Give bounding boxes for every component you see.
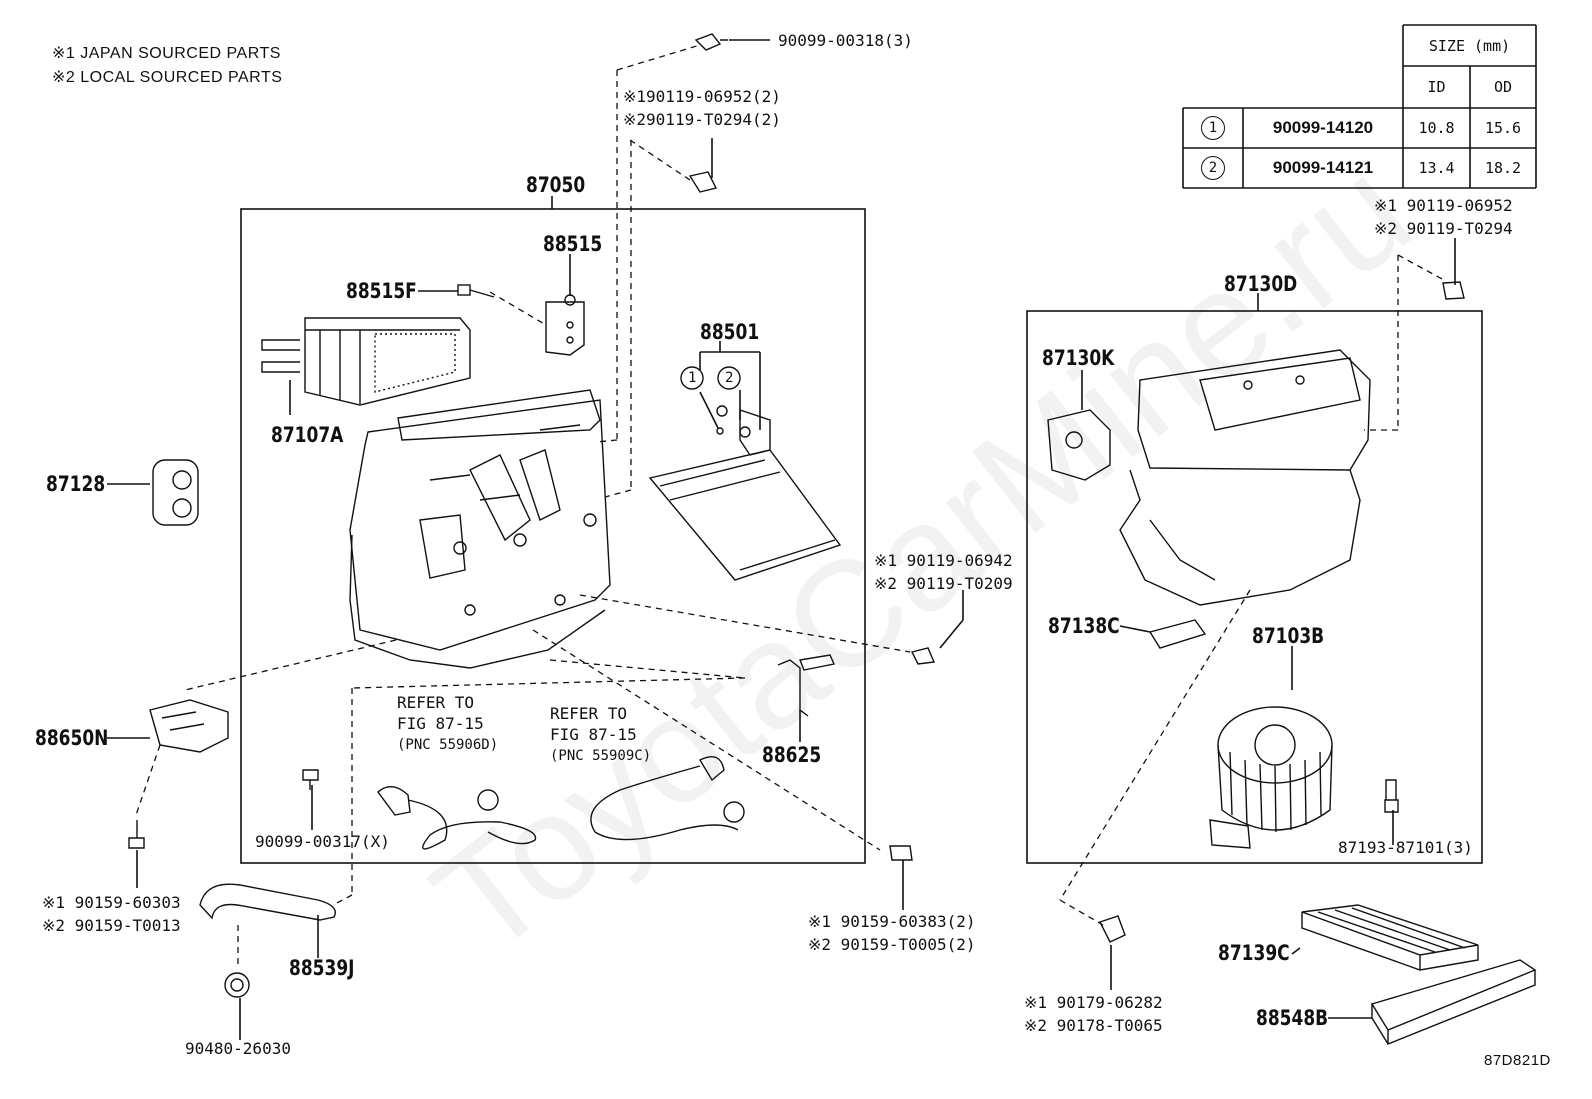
resistor-drawing <box>1148 619 1207 649</box>
part-label-90480-26030[interactable]: 90480-26030 <box>185 1039 291 1058</box>
refer-note-2-line2: FIG 87-15 <box>550 725 637 744</box>
part-label-88515f[interactable]: 88515F <box>346 279 417 303</box>
part-label-90119-06942[interactable]: ※1 90119-06942 <box>874 551 1013 570</box>
part-label-87193-87101[interactable]: 87193-87101(3) <box>1338 838 1473 857</box>
blower-case-drawing <box>1119 349 1371 606</box>
part-label-90159-60383[interactable]: ※1 90159-60383(2) <box>808 912 976 931</box>
part-label-88501[interactable]: 88501 <box>700 320 760 344</box>
part-label-90178-t0065[interactable]: ※2 90178-T0065 <box>1024 1016 1163 1035</box>
size-table-col-od: OD <box>1493 78 1513 96</box>
legend-local: ※2 LOCAL SOURCED PARTS <box>52 69 283 86</box>
part-label-90159-60303[interactable]: ※1 90159-60303 <box>42 893 181 912</box>
marker-circle: 2 <box>1201 156 1225 180</box>
o-ring-marker-2: 2 <box>725 370 734 386</box>
size-table-header: SIZE (mm) <box>1428 36 1511 55</box>
refer-note-1-line1: REFER TO <box>397 693 475 712</box>
o-ring-marker-1: 1 <box>688 370 697 386</box>
refer-note-2-line3[interactable]: (PNC 55909C) <box>550 748 652 764</box>
part-label-88650n[interactable]: 88650N <box>35 726 109 750</box>
grommet-drawing <box>152 459 199 526</box>
bolt-88515f-drawing <box>457 284 495 298</box>
part-label-87139c[interactable]: 87139C <box>1218 941 1290 965</box>
table-row-id: 10.8 <box>1418 119 1455 137</box>
blower-unit-frame <box>1026 310 1483 864</box>
part-label-87138c[interactable]: 87138C <box>1048 614 1120 638</box>
diagram-code: 87D821D <box>1484 1052 1551 1069</box>
heater-unit-frame <box>240 208 866 864</box>
table-row-part: 90099-14120 <box>1272 118 1374 137</box>
part-label-90119-t0294[interactable]: ※2 90119-T0294 <box>1374 219 1513 238</box>
heater-case-drawing <box>349 389 611 669</box>
table-row-od: 15.6 <box>1484 119 1522 137</box>
part-label-90159-t0013[interactable]: ※2 90159-T0013 <box>42 916 181 935</box>
blower-motor-drawing <box>1209 706 1333 849</box>
washer-drawing <box>1099 915 1126 943</box>
part-label-90119-06952-jp[interactable]: ※190119-06952(2) <box>623 87 781 106</box>
wire-harness-drawings <box>377 654 835 850</box>
part-label-90099-00318[interactable]: 90099-00318(3) <box>778 31 913 50</box>
part-label-90179-06282[interactable]: ※1 90179-06282 <box>1024 993 1163 1012</box>
refer-note-1-line3[interactable]: (PNC 55906D) <box>397 737 499 753</box>
part-label-90119-t0209[interactable]: ※2 90119-T0209 <box>874 574 1013 593</box>
table-row-marker: 1 <box>1183 108 1243 148</box>
size-table-grid <box>1182 24 1537 189</box>
table-row-od: 18.2 <box>1484 159 1522 177</box>
refer-note-1-line2: FIG 87-15 <box>397 714 484 733</box>
part-label-87103b[interactable]: 87103B <box>1252 624 1325 648</box>
part-label-87050[interactable]: 87050 <box>526 173 586 197</box>
legend-japan: ※1 JAPAN SOURCED PARTS <box>52 45 281 62</box>
part-label-88515[interactable]: 88515 <box>543 232 603 256</box>
part-label-87128[interactable]: 87128 <box>46 472 106 496</box>
part-label-90159-t0005[interactable]: ※2 90159-T0005(2) <box>808 935 976 954</box>
part-label-90119-t0294-local[interactable]: ※290119-T0294(2) <box>623 110 781 129</box>
filter-drawing <box>1301 904 1479 971</box>
table-row-id: 13.4 <box>1418 159 1455 177</box>
expansion-valve-drawing <box>545 294 585 356</box>
part-label-90099-00317[interactable]: 90099-00317(X) <box>255 832 390 851</box>
evaporator-drawing <box>648 409 842 581</box>
size-table-col-id: ID <box>1427 78 1446 96</box>
part-label-87107a[interactable]: 87107A <box>271 423 344 447</box>
marker-circle: 1 <box>1201 116 1225 140</box>
damper-servo-drawing <box>1047 409 1111 481</box>
part-label-87130k[interactable]: 87130K <box>1042 346 1115 370</box>
screw-drawings <box>128 33 1465 861</box>
part-label-88539j[interactable]: 88539J <box>289 956 355 980</box>
o-ring-markers <box>680 366 741 435</box>
heater-core-drawing <box>261 317 471 406</box>
part-label-88625[interactable]: 88625 <box>762 743 822 767</box>
refer-note-2-line1: REFER TO <box>550 704 628 723</box>
part-label-87130d[interactable]: 87130D <box>1224 272 1298 296</box>
hose-drawing <box>199 883 336 998</box>
part-label-90119-06952[interactable]: ※1 90119-06952 <box>1374 196 1513 215</box>
part-label-88548b[interactable]: 88548B <box>1256 1006 1329 1030</box>
filter-cover-drawing <box>1370 959 1537 1045</box>
table-row-marker: 2 <box>1183 148 1243 188</box>
servo-drawing <box>149 699 229 753</box>
table-row-part: 90099-14121 <box>1272 158 1374 177</box>
